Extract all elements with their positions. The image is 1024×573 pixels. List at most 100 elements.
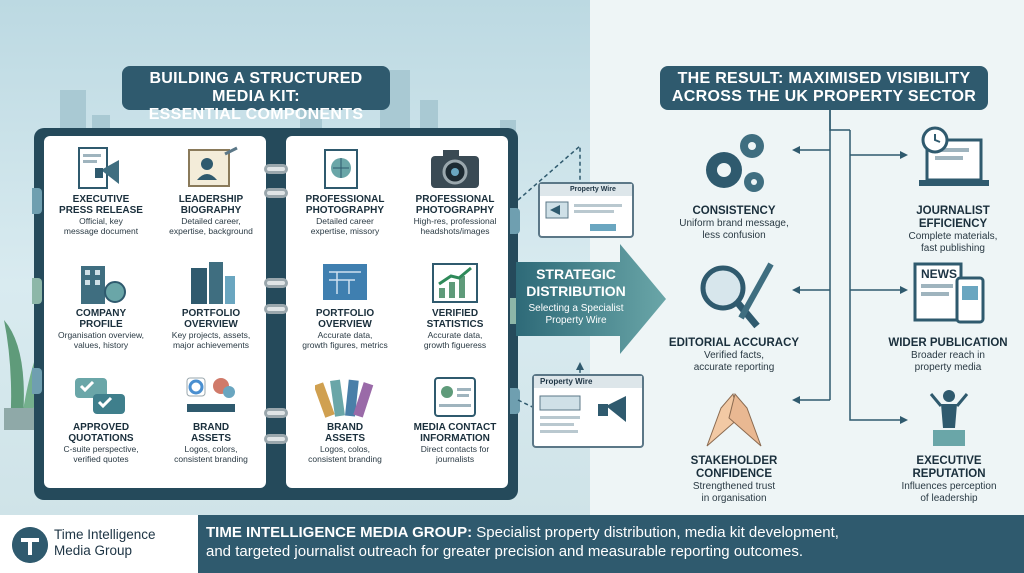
- kit-item-desc: C-suite perspective, verified quotes: [63, 444, 139, 464]
- logo-line1: Time Intelligence: [54, 527, 156, 542]
- kit-item-desc: Logos, colors, consistent branding: [174, 444, 248, 464]
- distribution-arrow: [516, 244, 666, 354]
- result-title: EDITORIAL ACCURACY: [668, 337, 800, 349]
- kit-item-desc: Key projects, assets, major achievements: [171, 330, 251, 350]
- company-logo-text: Time Intelligence Media Group: [54, 527, 156, 559]
- right-title-line2: ACROSS THE UK PROPERTY SECTOR: [671, 88, 977, 105]
- result-desc: Influences perception of leadership: [901, 481, 997, 504]
- magnifier-pen-icon: [700, 262, 774, 329]
- news-badge: NEWS: [921, 267, 957, 281]
- result-executive-reputation: EXECUTIVE REPUTATION Influences percepti…: [884, 388, 1014, 505]
- camera-icon: [424, 144, 486, 192]
- binder-ring: [264, 434, 288, 444]
- kit-item-title: COMPANY PROFILE: [75, 308, 127, 330]
- kit-item-title: PORTFOLIO OVERVIEW: [315, 308, 375, 330]
- result-journalist-efficiency: JOURNALIST EFFICIENCY Complete materials…: [890, 124, 1016, 255]
- result-stakeholder-confidence: STAKEHOLDER CONFIDENCE Strengthened trus…: [664, 388, 804, 505]
- result-wider-publication: NEWS WIDER PUBLICATION Broader reach in …: [878, 256, 1018, 374]
- distribution-title: STRATEGIC DISTRIBUTION: [526, 266, 626, 299]
- result-title: JOURNALIST EFFICIENCY: [916, 205, 990, 230]
- binder-tab: [510, 298, 520, 324]
- result-desc: Uniform brand message, less confusion: [679, 218, 789, 241]
- company-building-icon: [70, 258, 132, 306]
- footer-bold: TIME INTELLIGENCE MEDIA GROUP:: [206, 524, 473, 541]
- right-title: THE RESULT: MAXIMISED VISIBILITY ACROSS …: [660, 66, 988, 110]
- growth-chart-icon: [424, 258, 486, 306]
- binder-tab: [32, 368, 42, 394]
- binder-ring: [264, 188, 288, 198]
- result-desc: Verified facts, accurate reporting: [693, 350, 775, 373]
- kit-item-title: PROFESSIONAL PHOTOGRAPHY: [415, 194, 495, 216]
- kit-item-title: BRAND ASSETS: [324, 422, 365, 444]
- speech-bubbles-icon: [70, 372, 132, 420]
- kit-item-title: LEADERSHIP BIOGRAPHY: [178, 194, 244, 216]
- binder-left-page: [44, 136, 266, 488]
- portfolio-buildings-icon: [180, 258, 242, 306]
- executive-podium-icon: [929, 390, 969, 446]
- news-icon: NEWS: [913, 262, 985, 324]
- kit-item-desc: Detailed career expertise, missory: [310, 216, 380, 236]
- kit-item-desc: Detailed career, expertise, background: [169, 216, 253, 236]
- result-title: STAKEHOLDER CONFIDENCE: [690, 455, 778, 480]
- binder-ring: [264, 408, 288, 418]
- photo-document-icon: [314, 144, 376, 192]
- binder-tab: [510, 208, 520, 234]
- result-title: CONSISTENCY: [692, 205, 776, 217]
- kit-item-desc: Official, key message document: [63, 216, 139, 236]
- footer-tagline: TIME INTELLIGENCE MEDIA GROUP: Specialis…: [198, 515, 1024, 573]
- logo-line2: Media Group: [54, 543, 133, 558]
- result-desc: Complete materials, fast publishing: [908, 231, 998, 254]
- binder-ring: [264, 278, 288, 288]
- footer-text2: and targeted journalist outreach for gre…: [206, 543, 804, 560]
- kit-item-title: PROFESSIONAL PHOTOGRAPHY: [305, 194, 385, 216]
- color-swatches-icon: [314, 372, 376, 420]
- kit-item-title: BRAND ASSETS: [190, 422, 231, 444]
- kit-item-title: PORTFOLIO OVERVIEW: [181, 308, 241, 330]
- kit-item-desc: Logos, colos, consistent branding: [308, 444, 382, 464]
- brand-logos-icon: [180, 372, 242, 420]
- kit-item-title: VERIFIED STATISTICS: [426, 308, 484, 330]
- property-wire-card-bottom: Property Wire: [532, 374, 644, 448]
- kit-item-desc: High-res, professional headshots/images: [413, 216, 497, 236]
- handshake-icon: [706, 392, 762, 447]
- megaphone-icon: [545, 201, 622, 231]
- result-desc: Broader reach in property media: [911, 350, 985, 373]
- result-editorial-accuracy: EDITORIAL ACCURACY Verified facts, accur…: [654, 256, 814, 374]
- property-wire-label: Property Wire: [534, 376, 642, 388]
- contact-card-icon: [424, 372, 486, 420]
- left-title-line2: ESSENTIAL COMPONENTS: [148, 106, 364, 123]
- biography-scroll-icon: [180, 144, 242, 192]
- right-title-line1: THE RESULT: MAXIMISED VISIBILITY: [677, 70, 971, 87]
- footer-text1: Specialist property distribution, media …: [472, 524, 839, 541]
- kit-item-desc: Direct contacts for journalists: [420, 444, 490, 464]
- binder-tab: [32, 188, 42, 214]
- kit-item-title: APPROVED QUOTATIONS: [68, 422, 134, 444]
- kit-item-desc: Accurate data, growth figueress: [423, 330, 487, 350]
- gears-icon: [706, 134, 764, 192]
- binder-tab: [510, 388, 520, 414]
- result-title: WIDER PUBLICATION: [888, 337, 1008, 349]
- binder-tab: [32, 278, 42, 304]
- clock-laptop-icon: [919, 126, 989, 186]
- megaphone-icon: [539, 395, 626, 433]
- kit-item-title: MEDIA CONTACT INFORMATION: [413, 422, 497, 444]
- binder-ring: [264, 304, 288, 314]
- kit-item-desc: Accurate data, growth figures, metrics: [302, 330, 388, 350]
- property-wire-card-top: Property Wire: [538, 182, 634, 238]
- distribution-subtitle: Selecting a Specialist Property Wire: [528, 303, 624, 326]
- distribution-text: STRATEGIC DISTRIBUTION Selecting a Speci…: [520, 266, 632, 327]
- property-wire-label: Property Wire: [540, 184, 632, 196]
- binder-right-page: [286, 136, 508, 488]
